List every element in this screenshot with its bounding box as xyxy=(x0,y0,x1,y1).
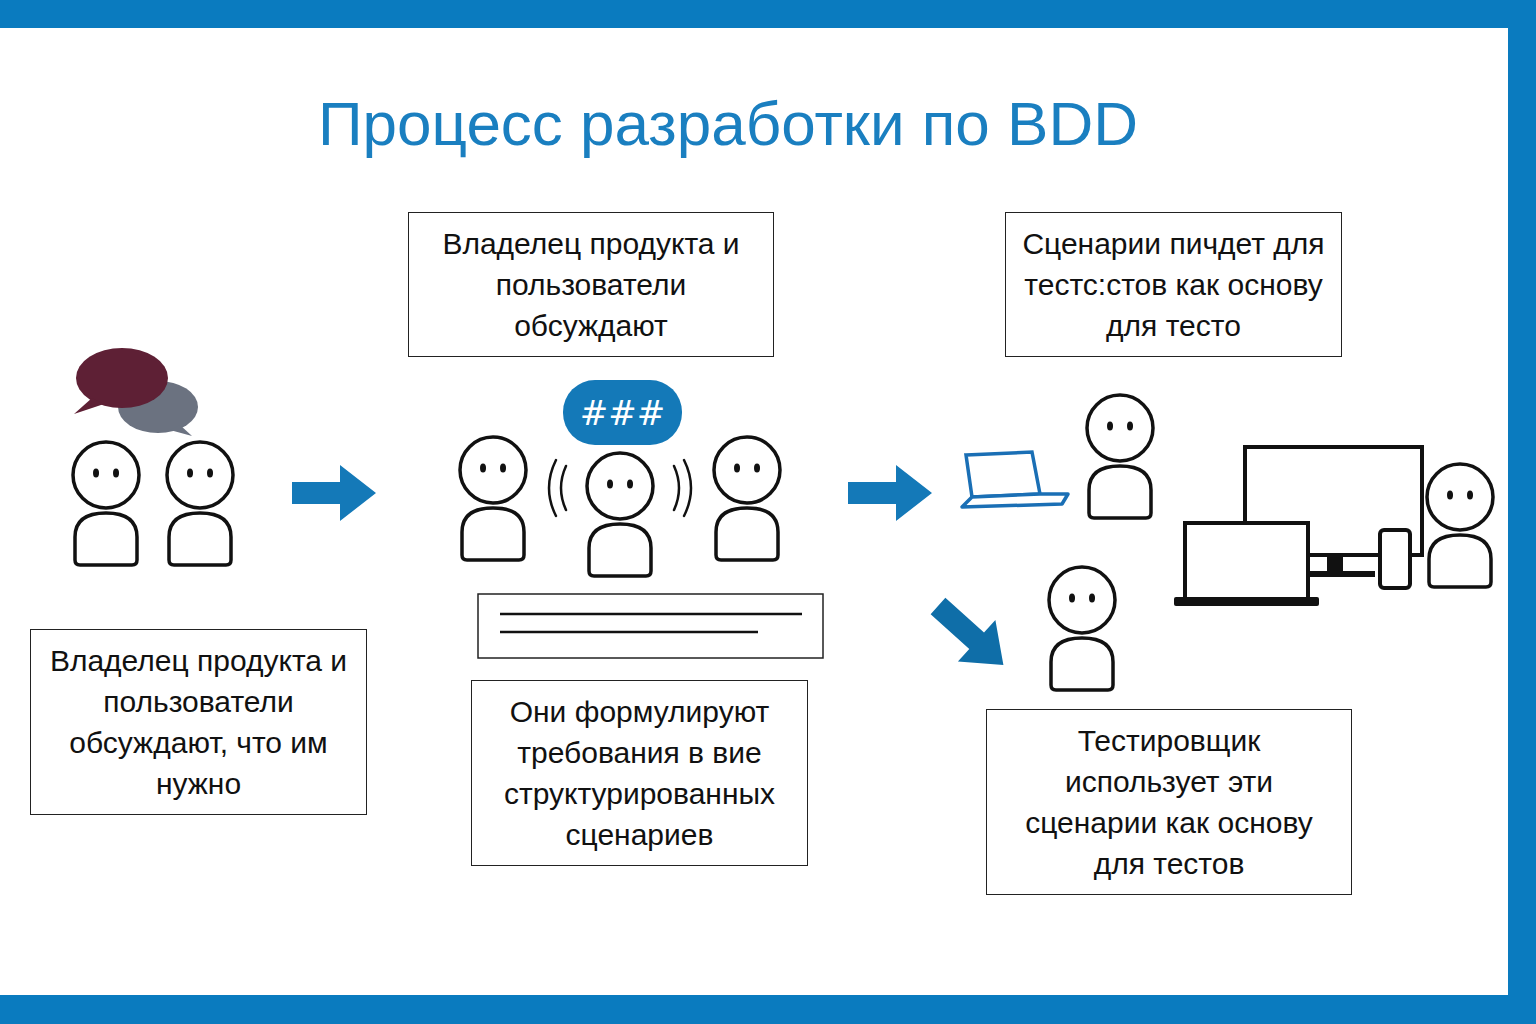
flow-arrow xyxy=(292,465,376,521)
text-line xyxy=(500,631,758,634)
person-figure xyxy=(73,442,139,565)
text-box: Тестировщик использует эти сценарии как … xyxy=(986,709,1352,895)
box-text: Владелец продукта и пользователи обсужда… xyxy=(45,640,352,804)
person-figure xyxy=(460,437,526,560)
text-line xyxy=(500,613,802,616)
text-box: Владелец продукта и пользователи обсужда… xyxy=(408,212,774,357)
devices-icon xyxy=(1174,447,1422,606)
box-text: Тестировщик использует эти сценарии как … xyxy=(1001,720,1337,884)
flow-arrow xyxy=(919,585,1022,685)
box-text: Они формулируют требования в вие структу… xyxy=(486,691,793,855)
speech-bubble xyxy=(170,425,192,436)
box-text: Сценарии пичдет для тестс:стов как основ… xyxy=(1020,223,1327,346)
text-box: Сценарии пичдет для тестс:стов как основ… xyxy=(1005,212,1342,357)
frame-bar xyxy=(1508,0,1536,1024)
person-figure xyxy=(1427,464,1493,587)
sound-waves xyxy=(549,460,691,516)
frame-bar xyxy=(0,995,1536,1024)
bubble-label: ### xyxy=(563,380,682,445)
person-figure xyxy=(714,437,780,560)
text-box: Они формулируют требования в вие структу… xyxy=(471,680,808,866)
document-box xyxy=(478,594,823,658)
person-figure xyxy=(167,442,233,565)
frame-bar xyxy=(0,0,1536,28)
speech-bubble xyxy=(74,398,104,414)
flow-arrow xyxy=(848,465,932,521)
speech-bubble xyxy=(76,348,168,408)
text-box: Владелец продукта и пользователи обсужда… xyxy=(30,629,367,815)
person-figure xyxy=(1049,567,1115,690)
person-figure xyxy=(1087,395,1153,518)
person-figure xyxy=(587,453,653,576)
box-text: Владелец продукта и пользователи обсужда… xyxy=(423,223,759,346)
diagram-title: Процесс разработки по BDD xyxy=(0,88,1456,159)
chat-bubble xyxy=(563,380,682,445)
laptop-icon xyxy=(962,452,1068,507)
